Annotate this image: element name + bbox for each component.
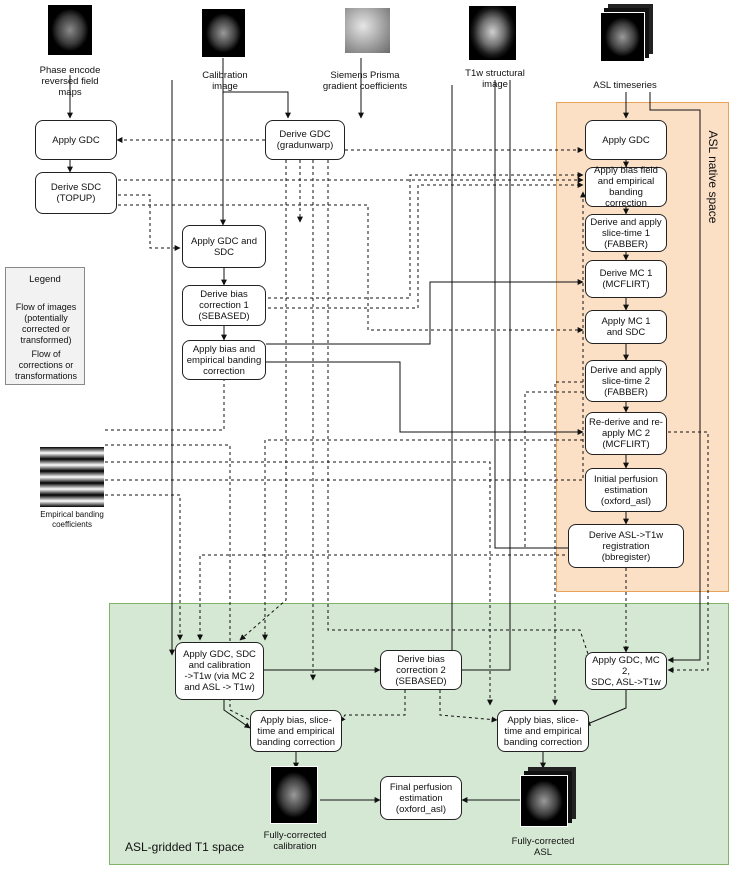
- apply-gdc-mc2-sdc-t1w: Apply GDC, MC 2, SDC, ASL->T1w: [585, 652, 667, 690]
- asl-initial-perfusion: Initial perfusion estimation (oxford_asl…: [585, 468, 667, 512]
- calibration-image: [201, 8, 246, 58]
- final-perfusion-estimation: Final perfusion estimation (oxford_asl): [380, 776, 462, 820]
- asl-gridded-t1-space-label: ASL-gridded T1 space: [125, 840, 245, 854]
- apply-gdc-sdc-calibration-t1w: Apply GDC, SDC and calibration ->T1w (vi…: [175, 642, 264, 700]
- banding-coefficients-image: [40, 447, 104, 507]
- legend: Legend Flow of images (potentially corre…: [5, 267, 85, 385]
- asl-bias-banding: Apply bias field and empirical banding c…: [585, 165, 667, 209]
- calibration-output-image: [270, 766, 318, 824]
- banding-label: Empirical banding coefficients: [40, 510, 104, 529]
- apply-bias-banding-calib: Apply bias and empirical banding correct…: [182, 340, 266, 380]
- asl-output-image: [520, 775, 568, 827]
- apply-gdc-and-sdc: Apply GDC and SDC: [182, 225, 266, 268]
- derive-bias-correction-2: Derive bias correction 2 (SEBASED): [380, 650, 462, 690]
- fully-corrected-calibration-label: Fully-corrected calibration: [263, 830, 327, 852]
- derive-sdc-topup: Derive SDC (TOPUP): [35, 172, 117, 214]
- legend-correction-flow: Flow of corrections or transformations: [14, 349, 78, 381]
- gradient-coefficients-image: [345, 8, 390, 53]
- t1w-label: T1w structural image: [465, 68, 525, 90]
- apply-bias-slice-banding-asl: Apply bias, slice- time and empirical ba…: [497, 710, 589, 752]
- phase-encode-label: Phase encode reversed field maps: [39, 65, 101, 98]
- asl-timeseries-label: ASL timeseries: [593, 80, 657, 91]
- asl-apply-gdc: Apply GDC: [585, 120, 667, 160]
- fully-corrected-asl-label: Fully-corrected ASL: [511, 836, 575, 858]
- derive-bias-correction-1: Derive bias correction 1 (SEBASED): [182, 285, 266, 326]
- apply-gdc-fieldmap: Apply GDC: [35, 120, 117, 160]
- asl-derive-mc1: Derive MC 1 (MCFLIRT): [585, 260, 667, 298]
- apply-bias-slice-banding-calib: Apply bias, slice- time and empirical ba…: [250, 710, 342, 752]
- legend-title: Legend: [29, 274, 61, 285]
- asl-mc2: Re-derive and re- apply MC 2 (MCFLIRT): [585, 412, 667, 455]
- asl-registration: Derive ASL->T1w registration (bbregister…: [568, 524, 684, 568]
- t1w-structural-image: [468, 5, 517, 61]
- field-map-image: [47, 4, 93, 56]
- legend-image-flow: Flow of images (potentially corrected or…: [15, 302, 77, 345]
- asl-slice-time-1: Derive and apply slice-time 1 (FABBER): [585, 214, 667, 252]
- asl-slice-time-2: Derive and apply slice-time 2 (FABBER): [585, 360, 667, 402]
- asl-timeseries-image: [600, 12, 645, 62]
- calibration-label: Calibration image: [202, 70, 248, 92]
- siemens-label: Siemens Prisma gradient coefficients: [322, 70, 408, 92]
- asl-apply-mc1-sdc: Apply MC 1 and SDC: [585, 310, 667, 344]
- derive-gdc-gradunwarp: Derive GDC (gradunwarp): [265, 120, 345, 160]
